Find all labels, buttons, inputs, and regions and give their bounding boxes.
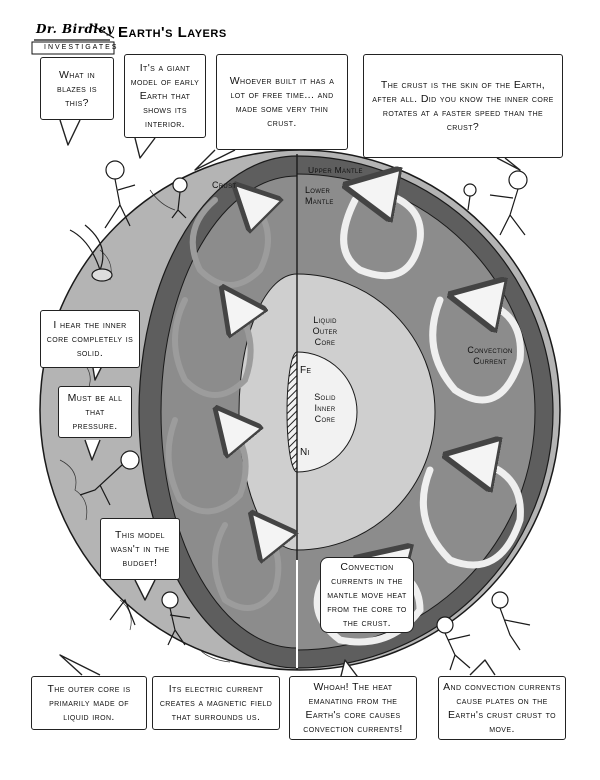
label-solid-inner-core: Solid Inner Core: [314, 392, 336, 424]
bubble-tails: [59, 119, 521, 681]
brand-logo: Dr. Birdley INVESTIGATES: [30, 20, 116, 56]
outer-core-right: [297, 273, 436, 551]
bubble-inner-core-solid: I hear the inner core completely is soli…: [40, 310, 140, 368]
character-top-left: [104, 160, 136, 229]
bubble-outer-core-iron: The outer core is primarily made of liqu…: [31, 676, 147, 730]
convection-arrows-left: [165, 200, 279, 611]
label-lower-mantle: Lower Mantle: [305, 185, 334, 206]
bubble-skin-of-earth: The crust is the skin of the Earth, afte…: [363, 54, 563, 158]
character-bird-small: [171, 177, 188, 219]
inner-core-left: [286, 351, 297, 473]
bubble-giant-model: It's a giant model of early Earth that s…: [124, 54, 206, 138]
page-title: Earth's Layers: [118, 24, 227, 41]
label-upper-mantle: Upper Mantle: [308, 165, 363, 175]
label-fe: Fe: [300, 365, 312, 376]
character-lying: [79, 450, 140, 506]
label-crust: Crust: [212, 180, 237, 190]
bubble-must-be-pressure: Must be all that pressure.: [58, 386, 132, 438]
brand-subtitle: INVESTIGATES: [44, 44, 119, 51]
label-convection-current: Convection Current: [467, 345, 513, 366]
bubble-plates-move: And convection currents cause plates on …: [438, 676, 566, 740]
bubble-electric-current: Its electric current creates a magnetic …: [152, 676, 280, 730]
bubble-what-is-this: What in blazes is this?: [40, 57, 114, 120]
character-bottom-left: [109, 591, 191, 646]
label-liquid-outer-core: Liquid Outer Core: [312, 315, 338, 347]
character-top-right: [463, 170, 528, 236]
bubble-model-budget: This model wasn't in the budget!: [100, 518, 180, 580]
character-bottom-right: [436, 591, 531, 671]
label-ni: Ni: [300, 447, 310, 458]
characters: [69, 160, 531, 671]
inner-core-right: [297, 351, 358, 473]
bubble-whoah: Whoah! The heat emanating from the Earth…: [289, 676, 417, 740]
brand-name: Dr. Birdley: [36, 22, 115, 36]
bubble-convection-heat: Convection currents in the mantle move h…: [320, 557, 414, 633]
character-plant: [69, 224, 113, 282]
bubble-free-time: Whoever built it has a lot of free time.…: [216, 54, 348, 150]
